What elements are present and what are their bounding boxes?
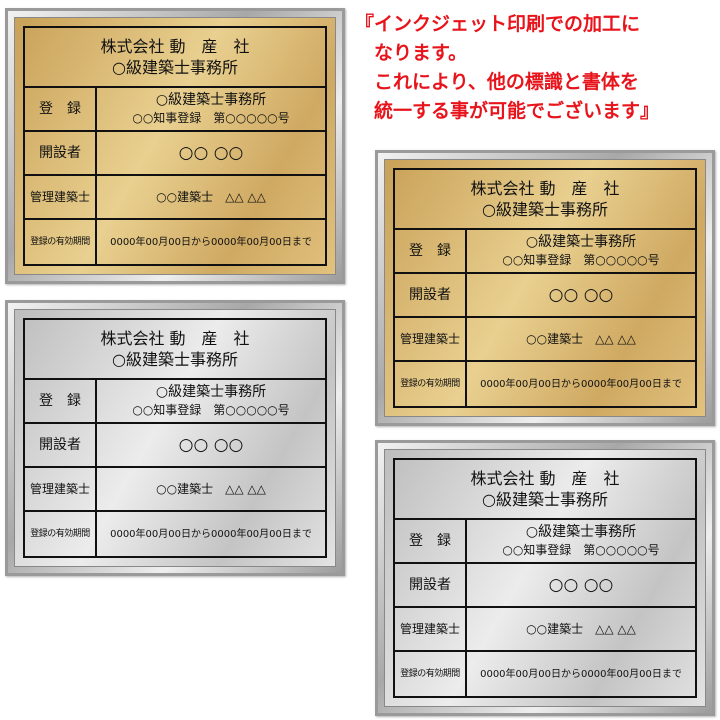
registration-line1: ○級建築士事務所 [155, 384, 267, 400]
plate-face: 株式会社 動 産 社 ○級建築士事務所 登 録 ○級建築士事務所 ○○知事登録 … [14, 17, 336, 275]
label-validity: 登録の有効期間 [25, 220, 97, 264]
value-architect: ○○建築士 △△ △△ [467, 608, 695, 652]
company-name: 株式会社 動 産 社 [100, 329, 250, 348]
value-architect: ○○建築士 △△ △△ [97, 468, 325, 512]
registration-line2: ○○知事登録 第○○○○○号 [132, 111, 290, 125]
sign-plate-gold: 株式会社 動 産 社 ○級建築士事務所 登 録 ○級建築士事務所 ○○知事登録 … [5, 8, 345, 284]
label-architect: 管理建築士 [395, 318, 467, 362]
label-validity: 登録の有効期間 [395, 362, 467, 406]
label-validity: 登録の有効期間 [395, 652, 467, 696]
sign-title: 株式会社 動 産 社 ○級建築士事務所 [25, 320, 325, 380]
company-name: 株式会社 動 産 社 [470, 469, 620, 488]
label-founder: 開設者 [395, 564, 467, 608]
sign-title: 株式会社 動 産 社 ○級建築士事務所 [395, 170, 695, 230]
registration-line1: ○級建築士事務所 [155, 92, 267, 108]
sign-table: 株式会社 動 産 社 ○級建築士事務所 登 録 ○級建築士事務所 ○○知事登録 … [23, 318, 327, 558]
caption-line: 『インクジェット印刷での加工に [355, 13, 641, 35]
value-validity: 0000年00月00日から0000年00月00日まで [110, 528, 312, 540]
value-registration: ○級建築士事務所 ○○知事登録 第○○○○○号 [97, 88, 325, 132]
office-type: ○級建築士事務所 [112, 58, 238, 77]
caption-line: なります。 [355, 42, 468, 64]
value-architect: ○○建築士 △△ △△ [97, 176, 325, 220]
value-validity: 0000年00月00日から0000年00月00日まで [480, 378, 682, 390]
registration-line1: ○級建築士事務所 [525, 524, 637, 540]
value-validity: 0000年00月00日から0000年00月00日まで [480, 668, 682, 680]
value-registration: ○級建築士事務所 ○○知事登録 第○○○○○号 [467, 230, 695, 274]
label-founder: 開設者 [25, 132, 97, 176]
label-founder: 開設者 [25, 424, 97, 468]
company-name: 株式会社 動 産 社 [470, 179, 620, 198]
office-type: ○級建築士事務所 [482, 490, 608, 509]
promo-caption: 『インクジェット印刷での加工に なります。 これにより、他の標識と書体を 統一す… [355, 10, 715, 126]
registration-line2: ○○知事登録 第○○○○○号 [502, 253, 660, 267]
company-name: 株式会社 動 産 社 [100, 37, 250, 56]
label-architect: 管理建築士 [25, 468, 97, 512]
label-founder: 開設者 [395, 274, 467, 318]
value-architect: ○○建築士 △△ △△ [467, 318, 695, 362]
caption-line: これにより、他の標識と書体を [355, 71, 639, 93]
label-registration: 登 録 [25, 380, 97, 424]
registration-line2: ○○知事登録 第○○○○○号 [132, 403, 290, 417]
sign-plate-silver: 株式会社 動 産 社 ○級建築士事務所 登 録 ○級建築士事務所 ○○知事登録 … [375, 440, 715, 716]
sign-table: 株式会社 動 産 社 ○級建築士事務所 登 録 ○級建築士事務所 ○○知事登録 … [23, 26, 327, 266]
plate-face: 株式会社 動 産 社 ○級建築士事務所 登 録 ○級建築士事務所 ○○知事登録 … [14, 309, 336, 567]
sign-plate-silver: 株式会社 動 産 社 ○級建築士事務所 登 録 ○級建築士事務所 ○○知事登録 … [5, 300, 345, 576]
label-registration: 登 録 [25, 88, 97, 132]
caption-line: 統一する事が可能でございます』 [355, 100, 660, 122]
sign-table: 株式会社 動 産 社 ○級建築士事務所 登 録 ○級建築士事務所 ○○知事登録 … [393, 168, 697, 408]
registration-line1: ○級建築士事務所 [525, 234, 637, 250]
value-founder: ○○ ○○ [467, 564, 695, 608]
label-architect: 管理建築士 [395, 608, 467, 652]
sign-plate-gold: 株式会社 動 産 社 ○級建築士事務所 登 録 ○級建築士事務所 ○○知事登録 … [375, 150, 715, 426]
sign-table: 株式会社 動 産 社 ○級建築士事務所 登 録 ○級建築士事務所 ○○知事登録 … [393, 458, 697, 698]
value-validity: 0000年00月00日から0000年00月00日まで [110, 236, 312, 248]
sign-title: 株式会社 動 産 社 ○級建築士事務所 [25, 28, 325, 88]
label-validity: 登録の有効期間 [25, 512, 97, 556]
label-registration: 登 録 [395, 520, 467, 564]
label-architect: 管理建築士 [25, 176, 97, 220]
value-founder: ○○ ○○ [467, 274, 695, 318]
value-registration: ○級建築士事務所 ○○知事登録 第○○○○○号 [467, 520, 695, 564]
registration-line2: ○○知事登録 第○○○○○号 [502, 543, 660, 557]
value-founder: ○○ ○○ [97, 132, 325, 176]
label-registration: 登 録 [395, 230, 467, 274]
plate-face: 株式会社 動 産 社 ○級建築士事務所 登 録 ○級建築士事務所 ○○知事登録 … [384, 159, 706, 417]
value-founder: ○○ ○○ [97, 424, 325, 468]
plate-face: 株式会社 動 産 社 ○級建築士事務所 登 録 ○級建築士事務所 ○○知事登録 … [384, 449, 706, 707]
office-type: ○級建築士事務所 [112, 350, 238, 369]
value-registration: ○級建築士事務所 ○○知事登録 第○○○○○号 [97, 380, 325, 424]
office-type: ○級建築士事務所 [482, 200, 608, 219]
sign-title: 株式会社 動 産 社 ○級建築士事務所 [395, 460, 695, 520]
